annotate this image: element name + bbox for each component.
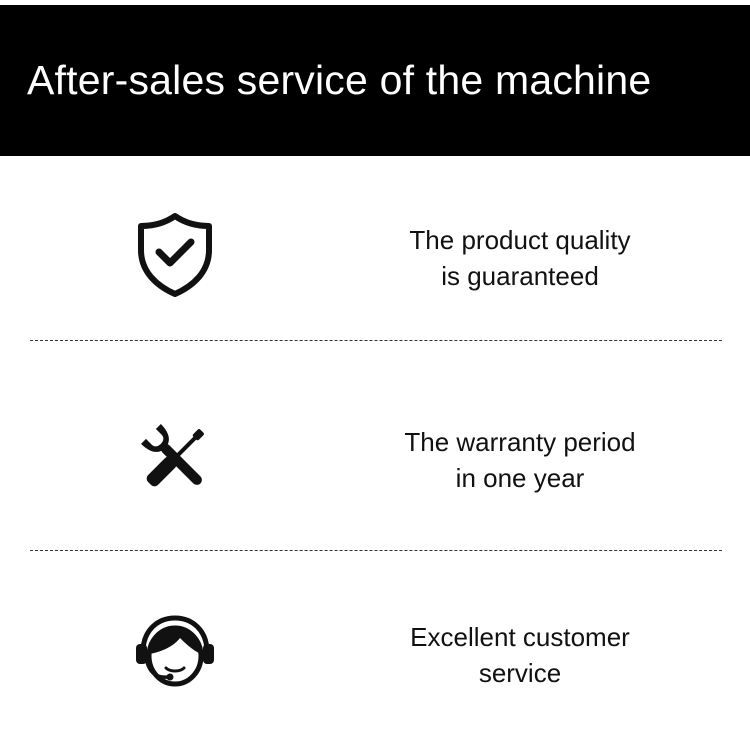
service-item-line1: The warranty period [404, 427, 636, 457]
dashed-divider [30, 550, 722, 551]
page-title: After-sales service of the machine [27, 57, 652, 103]
service-item-text: The product quality is guaranteed [355, 222, 685, 294]
service-item-warranty: The warranty period in one year [0, 405, 750, 515]
service-item-text: The warranty period in one year [355, 424, 685, 496]
service-item-line2: is guaranteed [441, 261, 599, 291]
service-item-line1: Excellent customer [410, 622, 630, 652]
wrench-screwdriver-icon [125, 408, 225, 508]
service-item-line2: service [478, 658, 562, 688]
service-item-customer: Excellent customer service [0, 605, 750, 715]
service-item-text: Excellent customer service [355, 619, 685, 691]
dashed-divider [30, 340, 722, 341]
service-item-line1: The product quality [409, 225, 631, 255]
header-banner: After-sales service of the machine [0, 5, 750, 156]
customer-service-headset-icon [125, 600, 225, 700]
service-item-quality: The product quality is guaranteed [0, 200, 750, 310]
shield-check-icon [125, 203, 225, 303]
service-item-line2: in one year [455, 463, 585, 493]
